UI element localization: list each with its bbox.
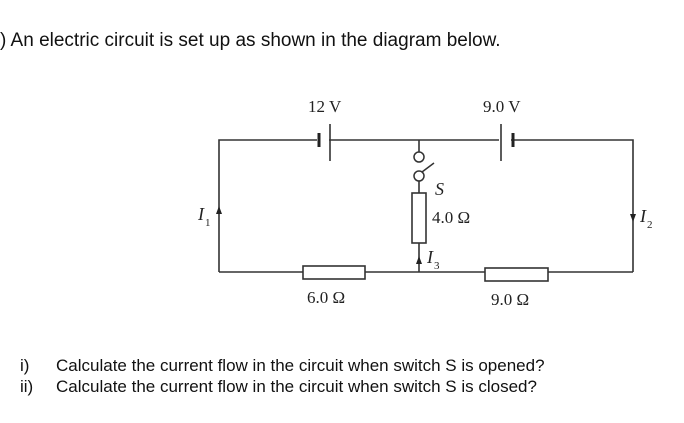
svg-text:I: I [639,206,647,226]
label-i1: I 1 [197,204,211,229]
label-i2: I 2 [639,206,653,231]
label-i3: I 3 [426,247,440,272]
arrow-up-i1-icon [216,206,222,214]
wire-top-left [218,139,317,272]
svg-text:I: I [426,247,434,267]
svg-text:1: 1 [205,217,211,229]
question-text: Calculate the current flow in the circui… [56,377,537,396]
resistor-4ohm [411,192,427,244]
question-text: Calculate the current flow in the circui… [56,356,545,375]
question-number: ii) [20,377,34,396]
label-6ohm: 6.0 Ω [307,288,345,307]
question-list: i) Calculate the current flow in the circ… [20,355,545,397]
svg-text:2: 2 [647,219,653,231]
resistor-6ohm [302,265,366,280]
wire-top-right [511,139,634,272]
circuit-diagram: 12 V 9.0 V S 4.0 Ω 6.0 Ω 9.0 Ω I 1 I 2 I… [197,97,653,309]
svg-text:I: I [197,204,205,224]
question-item: ii) Calculate the current flow in the cir… [20,376,545,397]
cell-12v [317,124,331,161]
label-switch: S [435,179,444,199]
switch-s[interactable] [413,151,435,182]
label-4ohm: 4.0 Ω [432,208,470,227]
label-9v: 9.0 V [483,97,521,116]
intro-text: ) An electric circuit is set up as shown… [0,30,501,51]
resistor-9ohm [484,267,549,282]
label-12v: 12 V [308,97,342,116]
question-number: i) [20,356,30,375]
svg-text:3: 3 [434,260,440,272]
arrow-down-i2-icon [630,214,636,222]
question-item: i) Calculate the current flow in the circ… [20,355,545,376]
label-9ohm: 9.0 Ω [491,290,529,309]
arrow-up-i3-icon [416,256,422,264]
cell-9v [500,124,515,161]
